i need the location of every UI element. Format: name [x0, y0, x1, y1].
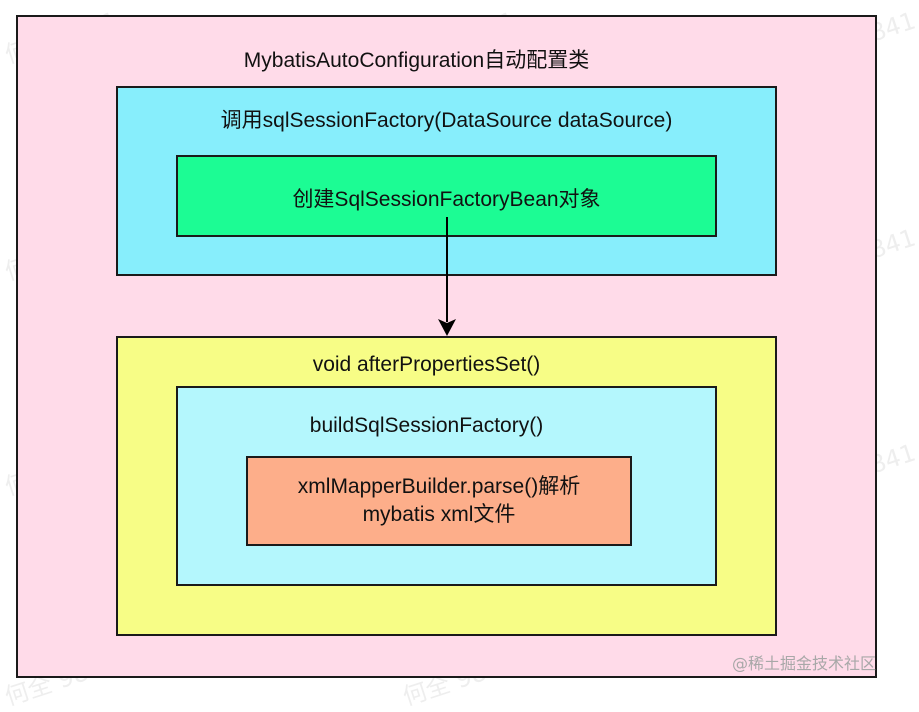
outer-title: MybatisAutoConfiguration自动配置类 — [243, 49, 590, 72]
parse-line-1: xmlMapperBuilder.parse()解析 — [297, 475, 581, 498]
create-bean-box: 创建SqlSessionFactoryBean对象 — [176, 155, 717, 237]
xml-mapper-parse-box: xmlMapperBuilder.parse()解析 mybatis xml文件 — [246, 456, 632, 546]
build-sql-session-factory-title: buildSqlSessionFactory() — [309, 414, 544, 437]
after-properties-set-title: void afterPropertiesSet() — [312, 353, 541, 376]
sql-session-factory-title: 调用sqlSessionFactory(DataSource dataSourc… — [220, 109, 673, 132]
create-bean-label: 创建SqlSessionFactoryBean对象 — [292, 188, 601, 211]
parse-line-2: mybatis xml文件 — [362, 503, 516, 526]
credit-text: @稀土掘金技术社区 — [731, 654, 876, 673]
xml-mapper-parse-text: xmlMapperBuilder.parse()解析 mybatis xml文件 — [248, 458, 630, 544]
